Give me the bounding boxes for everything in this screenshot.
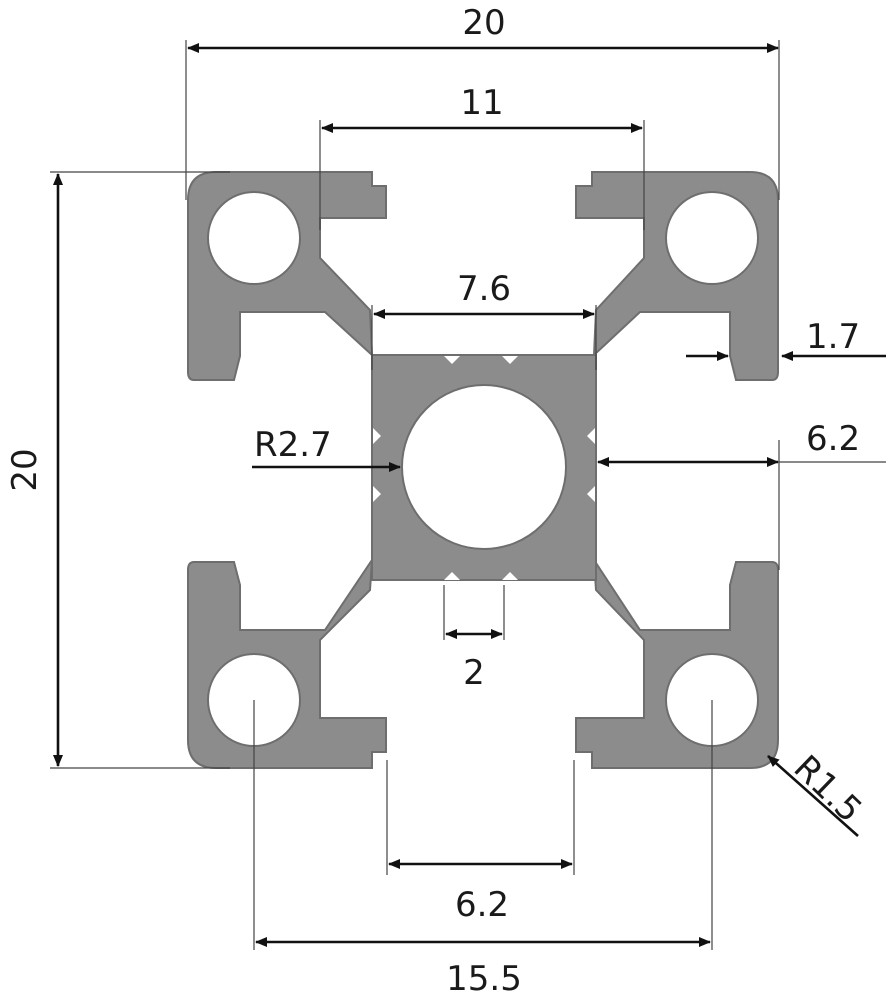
- label-slot-depth: 6.2: [806, 419, 860, 459]
- center-bore: [401, 384, 567, 550]
- label-wall-thickness: 1.7: [806, 317, 860, 357]
- corner-hole-top-right: [665, 191, 759, 285]
- core-notch-left: [373, 428, 381, 502]
- label-slot-outer-width: 11: [460, 83, 503, 123]
- label-overall-width: 20: [462, 3, 505, 43]
- core-notch-top: [444, 356, 518, 364]
- label-hole-spacing: 15.5: [446, 959, 522, 999]
- core-notch-bottom: [444, 572, 518, 580]
- dimension-lines: [53, 43, 886, 947]
- label-center-bore-radius: R2.7: [254, 425, 332, 465]
- label-groove-width: 2: [463, 653, 485, 693]
- corner-top-left: [187, 171, 387, 381]
- profile-cross-section: [187, 171, 779, 769]
- corner-top-right: [575, 171, 779, 381]
- extension-lines: [50, 40, 780, 950]
- label-slot-opening: 6.2: [455, 885, 509, 925]
- label-core-width: 7.6: [457, 269, 511, 309]
- dim-line-corner-radius: [767, 755, 859, 837]
- corner-bottom-right: [575, 556, 779, 769]
- label-overall-height: 20: [5, 448, 45, 491]
- label-corner-radius: R1.5: [786, 748, 870, 831]
- corner-hole-top-left: [207, 191, 301, 285]
- corner-bottom-left: [187, 556, 387, 769]
- core-notch-right: [587, 428, 595, 502]
